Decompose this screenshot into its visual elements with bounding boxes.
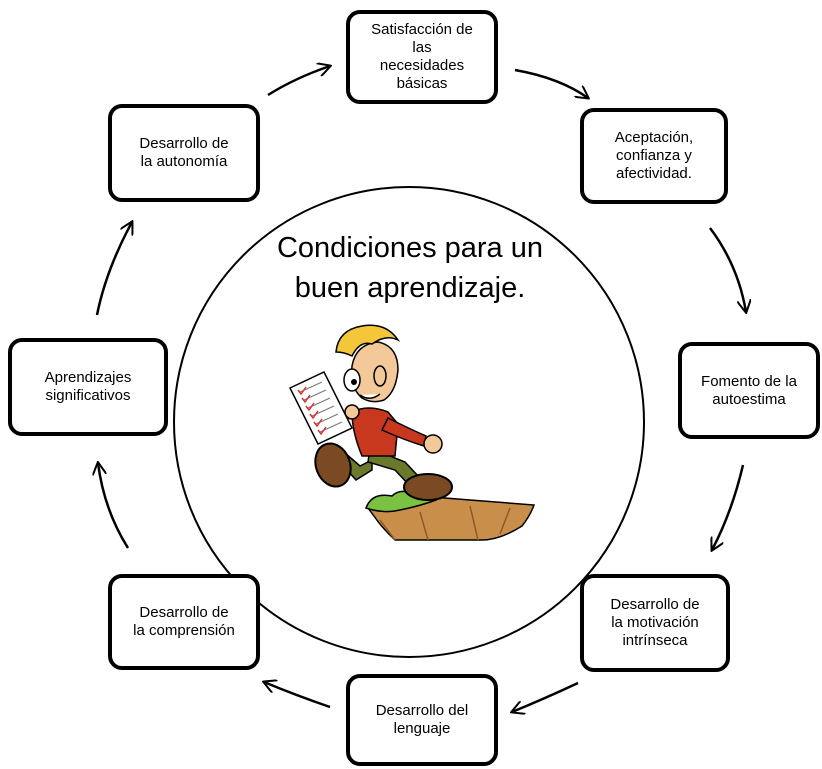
node-motivacion: Desarrollo de la motivación intrínseca (580, 574, 730, 672)
arrow-autoestima-to-motivacion (712, 464, 745, 550)
node-satisfaccion-label: Satisfacción de las necesidades básicas (371, 21, 473, 92)
node-comprension-label: Desarrollo de la comprensión (133, 604, 235, 639)
node-autoestima-label: Fomento de la autoestima (701, 372, 797, 408)
node-motivacion-label: Desarrollo de la motivación intrínseca (610, 596, 700, 649)
node-autonomia: Desarrollo de la autonomía (108, 104, 260, 202)
node-autoestima: Fomento de la autoestima (678, 342, 820, 439)
arrow-satisfaccion-to-aceptacion (514, 68, 588, 98)
node-satisfaccion: Satisfacción de las necesidades básicas (346, 10, 498, 104)
arrow-lenguaje-to-comprension (264, 682, 331, 709)
node-comprension: Desarrollo de la comprensión (108, 574, 260, 670)
node-lenguaje-label: Desarrollo del lenguaje (375, 702, 469, 737)
arrow-aceptacion-to-autoestima (709, 227, 746, 312)
arrow-aprendizajes-to-autonomia (95, 222, 132, 316)
node-aprendizajes: Aprendizajes significativos (8, 338, 168, 436)
node-aceptacion: Aceptación, confianza y afectividad. (580, 108, 728, 204)
central-circle (173, 186, 645, 658)
central-title: Condiciones para un buen aprendizaje. (276, 232, 543, 304)
arrow-motivacion-to-lenguaje (512, 681, 579, 712)
node-lenguaje: Desarrollo del lenguaje (346, 674, 498, 766)
node-aceptacion-label: Aceptación, confianza y afectividad. (614, 129, 694, 182)
node-aprendizajes-label: Aprendizajes significativos (44, 369, 132, 404)
node-autonomia-label: Desarrollo de la autonomía (139, 135, 229, 170)
arrow-comprension-to-aprendizajes (98, 463, 130, 549)
arrow-autonomia-to-satisfaccion (267, 66, 330, 97)
